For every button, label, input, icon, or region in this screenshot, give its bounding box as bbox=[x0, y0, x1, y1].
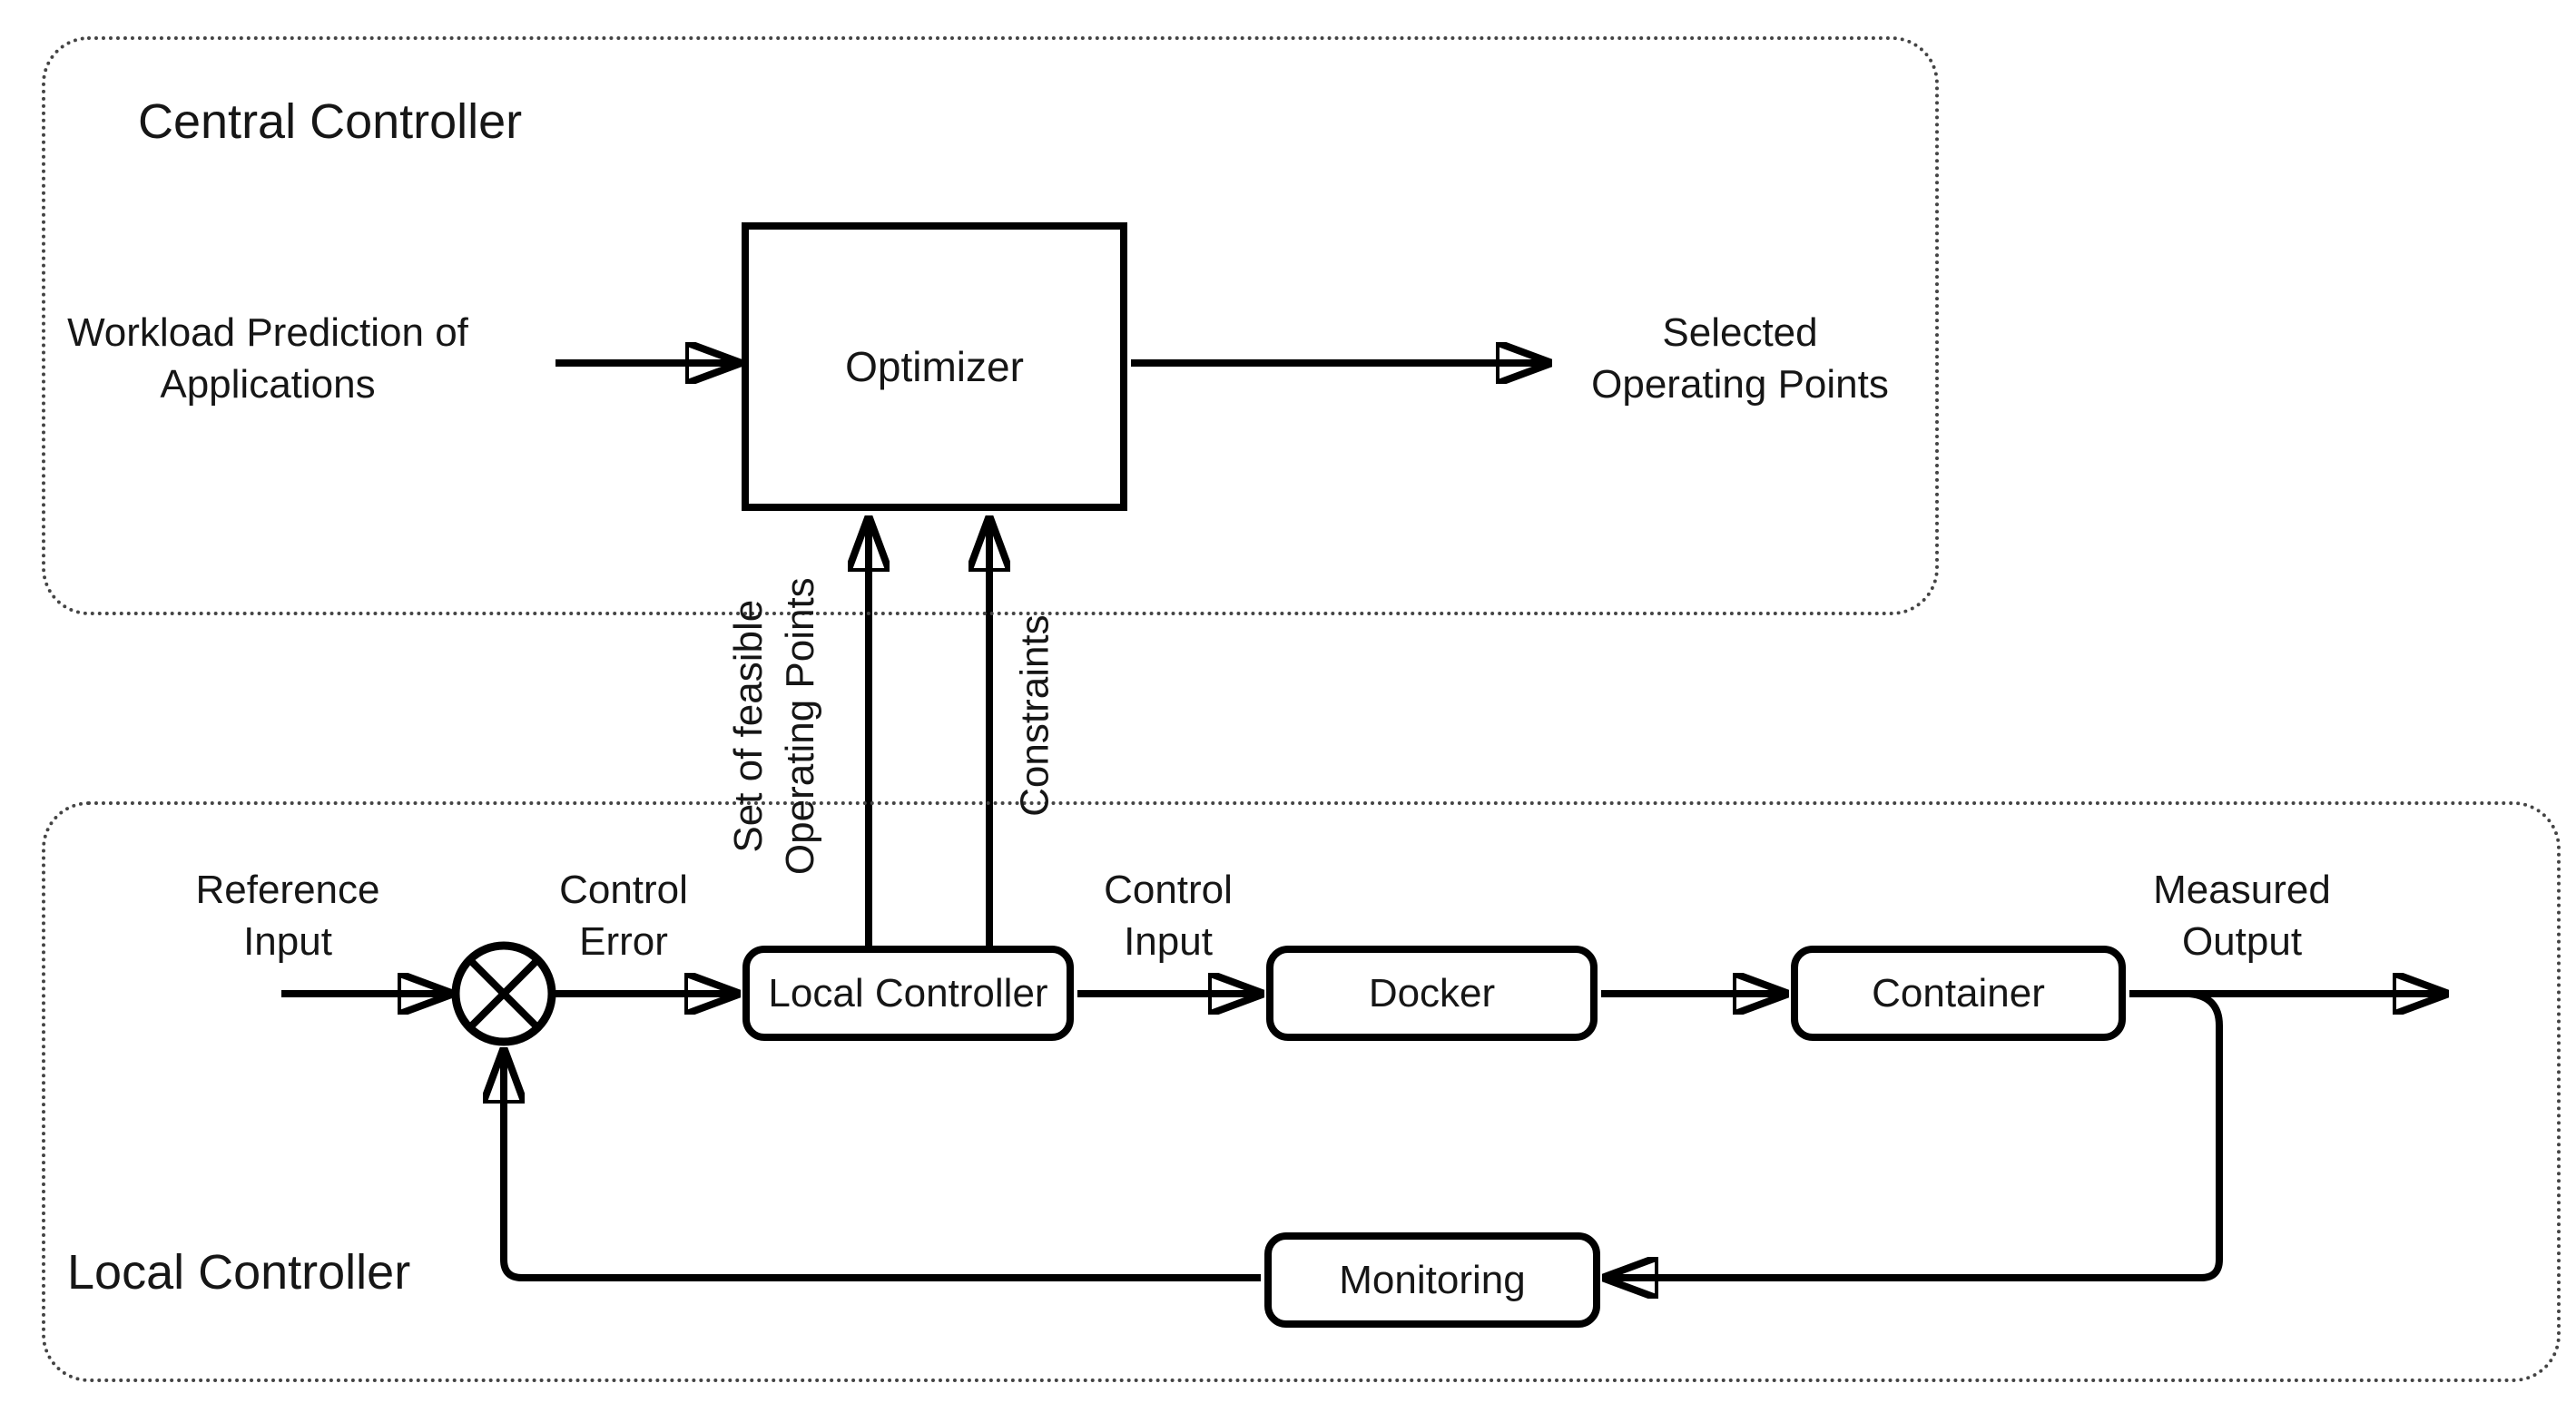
monitoring-node-label: Monitoring bbox=[1339, 1257, 1526, 1302]
constraints-label: Constraints bbox=[1012, 614, 1057, 817]
local-controller-group-label: Local Controller bbox=[67, 1245, 411, 1300]
local-controller-node-label: Local Controller bbox=[768, 970, 1048, 1015]
central-controller-group bbox=[42, 36, 1939, 615]
docker-node: Docker bbox=[1266, 946, 1598, 1041]
arrow-branch-to-monitoring bbox=[1606, 990, 2223, 1278]
set-of-feasible-operating-points-label: Set of feasible Operating Points bbox=[725, 577, 822, 876]
central-controller-group-label: Central Controller bbox=[138, 94, 523, 149]
control-input-label: Control Input bbox=[1104, 868, 1233, 965]
docker-node-label: Docker bbox=[1368, 970, 1496, 1015]
workload-prediction-label: Workload Prediction of Applications bbox=[67, 310, 468, 407]
monitoring-node: Monitoring bbox=[1264, 1232, 1600, 1328]
local-controller-group bbox=[42, 801, 2561, 1382]
local-controller-node: Local Controller bbox=[742, 946, 1074, 1041]
summing-junction bbox=[451, 941, 556, 1046]
measured-output-label: Measured Output bbox=[2153, 868, 2331, 965]
reference-input-label: Reference Input bbox=[195, 868, 380, 965]
optimizer-node-label: Optimizer bbox=[845, 343, 1024, 390]
control-error-label: Control Error bbox=[559, 868, 688, 965]
arrow-monitoring-to-sum bbox=[504, 1051, 1261, 1281]
selected-operating-points-label: Selected Operating Points bbox=[1591, 310, 1889, 407]
container-node: Container bbox=[1791, 946, 2126, 1041]
container-node-label: Container bbox=[1872, 970, 2045, 1015]
optimizer-node: Optimizer bbox=[742, 222, 1127, 511]
